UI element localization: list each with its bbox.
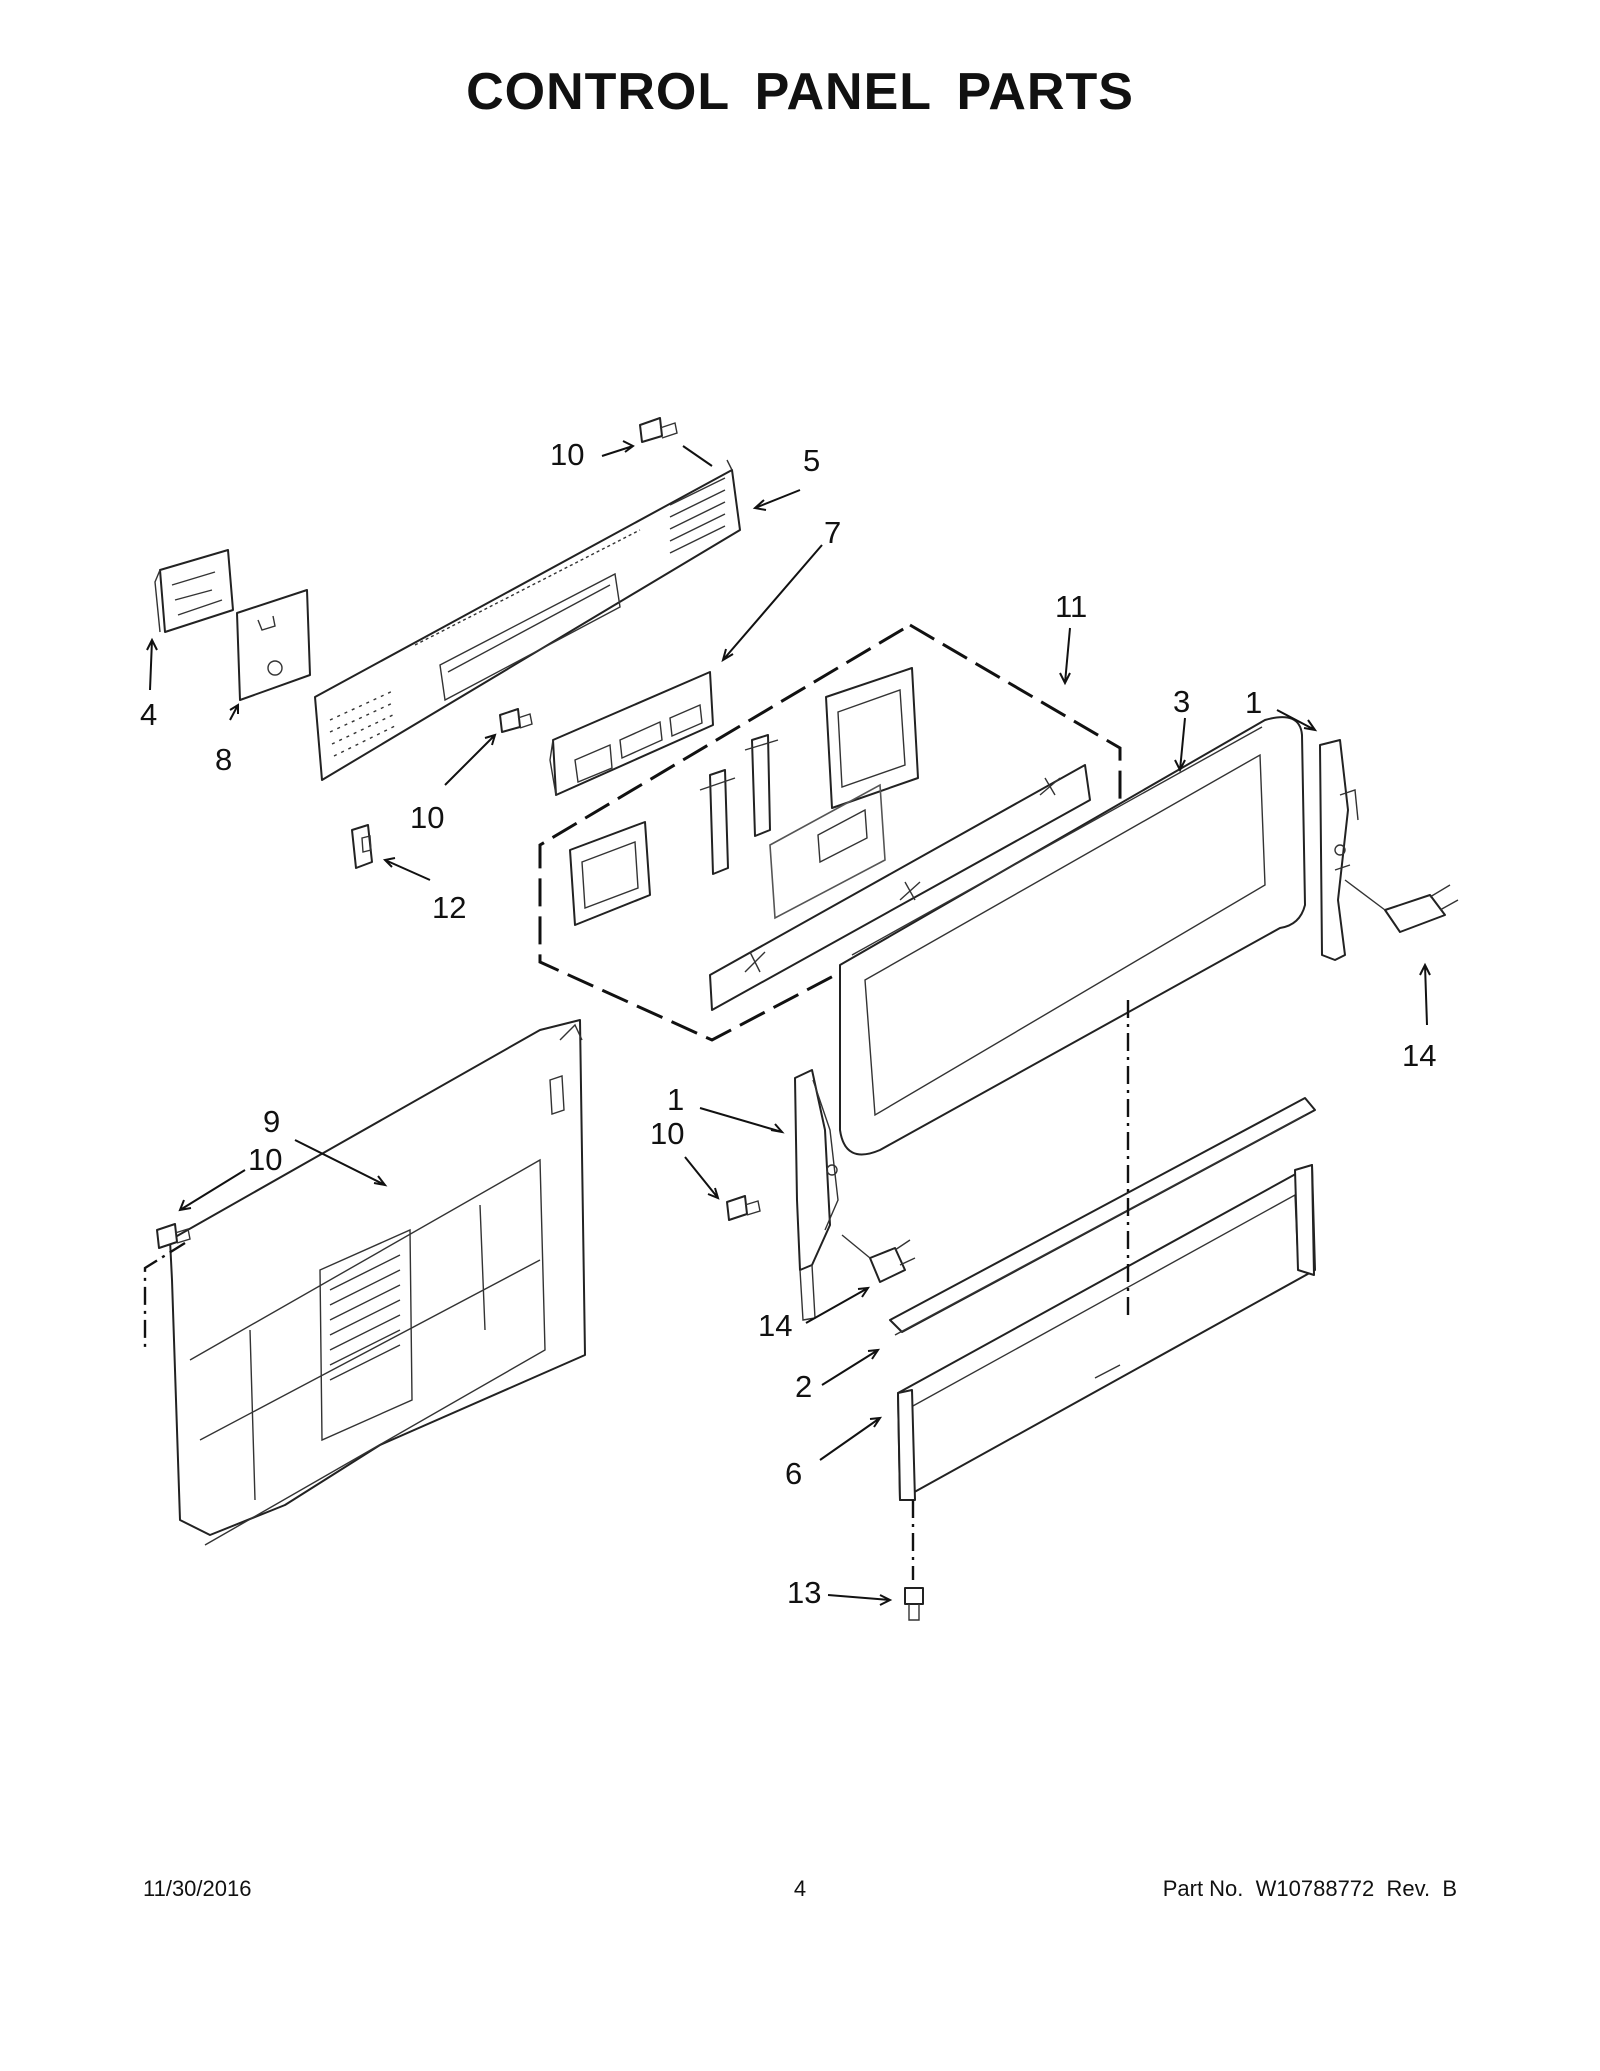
part-7-control-board <box>549 671 714 796</box>
callout-8: 8 <box>215 742 232 777</box>
callout-14-left: 14 <box>758 1308 792 1343</box>
part-14-left-connector <box>841 1234 916 1283</box>
callout-13: 13 <box>787 1575 821 1610</box>
callout-3: 3 <box>1173 684 1190 719</box>
callout-2: 2 <box>795 1369 812 1404</box>
callout-10-left: 10 <box>248 1142 282 1177</box>
screw-icon <box>726 1195 761 1221</box>
callout-14-right: 14 <box>1402 1038 1436 1073</box>
page-title: CONTROL PANEL PARTS <box>466 63 1134 121</box>
callout-10-top: 10 <box>550 437 584 472</box>
callout-1-left: 1 <box>667 1082 684 1117</box>
callout-5: 5 <box>803 443 820 478</box>
part-5-console-shield <box>314 459 741 781</box>
leader-lines <box>146 440 1431 1606</box>
part-2-top-rail <box>889 1097 1316 1336</box>
part-3-console-trim <box>839 716 1306 1156</box>
part-14-right-connector <box>1344 879 1459 933</box>
center-alignment-line <box>911 1000 1130 1580</box>
part-1-right-end-cap <box>1319 739 1359 961</box>
footer-part-number: Part No. W10788772 Rev. B <box>1162 1876 1457 1901</box>
screw-icon <box>156 1223 191 1249</box>
callout-11: 11 <box>1055 589 1087 624</box>
callout-4: 4 <box>140 697 157 732</box>
callout-9: 9 <box>263 1104 280 1139</box>
part-9-mount-line <box>143 1241 186 1350</box>
footer-date: 11/30/2016 <box>143 1876 252 1901</box>
part-6-bottom-rail <box>897 1164 1316 1501</box>
footer-page-number: 4 <box>793 1876 807 1901</box>
screw-icon <box>639 417 678 443</box>
screw-icon <box>499 708 533 733</box>
part-8-bracket-plate <box>236 589 311 701</box>
callout-1-right: 1 <box>1245 685 1262 720</box>
callout-10-center: 10 <box>650 1116 684 1151</box>
part-1-left-end-cap <box>794 1069 839 1321</box>
callout-labels: 10 5 7 11 4 8 10 12 3 1 14 9 10 1 10 14 … <box>140 437 1436 1610</box>
callout-6: 6 <box>785 1456 802 1491</box>
screw-icon <box>904 1587 924 1621</box>
part-11-kit-boundary <box>538 623 1122 1042</box>
part-12-clip <box>351 824 373 869</box>
part-4-circuit-board <box>154 549 234 633</box>
part-11-kit-contents <box>569 667 1091 1011</box>
callout-10-mid: 10 <box>410 800 444 835</box>
callout-12: 12 <box>432 890 466 925</box>
callout-7: 7 <box>824 515 841 550</box>
part-9-back-panel <box>169 1019 586 1546</box>
